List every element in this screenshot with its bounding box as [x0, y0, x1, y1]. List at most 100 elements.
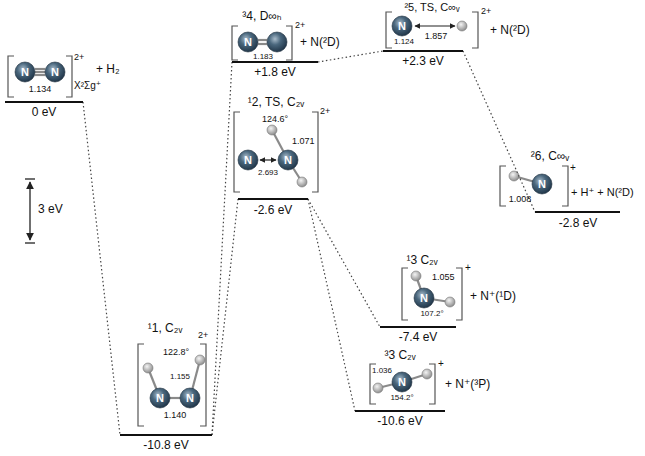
bond-line: [35, 71, 45, 73]
charge: 2+: [320, 106, 330, 116]
nitrogen-atom: [392, 372, 412, 392]
nitrogen-atom: [267, 32, 287, 52]
energy-value: 0 eV: [32, 106, 57, 120]
scale-bar: [29, 182, 30, 240]
fragment-label: + N(²D): [490, 24, 530, 38]
co-reactant: + H₂: [96, 63, 120, 77]
bracket: [500, 166, 568, 206]
energy-value: -2.8 eV: [559, 217, 598, 231]
state-label: ³4, D∞ₕ: [242, 10, 281, 24]
level-connector: [463, 51, 535, 212]
bracket: [370, 364, 435, 404]
fragment-label: + N⁺(³P): [445, 378, 490, 392]
bond-length: 1.055: [432, 272, 455, 282]
level-connector: [83, 102, 120, 435]
energy-value: +2.3 eV: [402, 55, 444, 69]
term-symbol: X²Σg⁺: [74, 80, 101, 92]
bond-length: 1.036: [372, 366, 392, 375]
level-connector: [318, 51, 383, 62]
nitrogen-atom: [45, 62, 65, 82]
distance-arrow: [415, 25, 455, 26]
nitrogen-atom: [532, 174, 552, 194]
energy-level: NN1.1342+X²Σg⁺+ H₂0 eV: [5, 50, 83, 103]
state-label: ¹3 C₂ᵥ: [406, 254, 437, 268]
fragment-label: + N⁺(¹D): [470, 290, 516, 304]
fragment-label: + H⁺ + N(²D): [571, 186, 634, 199]
nitrogen-atom: [150, 388, 170, 408]
bond-length: 1.155: [170, 372, 190, 381]
charge: 2+: [74, 52, 84, 62]
charge: +: [465, 262, 471, 274]
hydrogen-atom: [445, 297, 455, 307]
state-label: ¹1, C₂ᵥ: [148, 322, 183, 336]
scale-label: 3 eV: [38, 203, 63, 217]
state-label: ¹2, TS, C₂ᵥ: [248, 96, 304, 110]
atom-symbol: N: [398, 377, 406, 388]
hydrogen-atom: [422, 369, 432, 379]
energy-level: ³4, D∞ₕN1.1832++ N(²D)+1.8 eV: [232, 8, 318, 63]
bond-line: [258, 39, 267, 41]
bracket: [234, 112, 318, 192]
bracket: [8, 56, 72, 97]
bond-angle: 107.2°: [420, 309, 443, 318]
charge: +: [438, 358, 444, 370]
bond-line: [258, 43, 267, 45]
level-connector: [308, 199, 380, 327]
bond-length: 1.140: [164, 410, 187, 420]
hydrogen-atom: [373, 383, 383, 393]
bond-line: [35, 68, 45, 70]
energy-value: +1.8 eV: [254, 66, 296, 80]
energy-value: -10.6 eV: [377, 415, 422, 429]
bond-length: 1.134: [29, 84, 52, 94]
charge: +: [570, 162, 576, 174]
energy-level: ²6, C∞ᵥ+N1.008+ H⁺ + N(²D)-2.8 eV: [535, 148, 620, 213]
bond-line: [35, 74, 45, 76]
bond-angle: 154.2°: [390, 393, 413, 402]
bond-length: 1.008: [509, 194, 532, 204]
atom-symbol: N: [284, 155, 292, 166]
atom-symbol: N: [51, 67, 59, 78]
energy-level: ¹1, C₂ᵥ2+NN122.8°1.1551.140-10.8 eV: [120, 318, 212, 436]
atom-symbol: N: [156, 393, 164, 404]
nitrogen-atom: [392, 16, 412, 36]
energy-level: ²5, TS, C∞ᵥ2+N1.1241.857+ N(²D)+2.3 eV: [383, 0, 463, 52]
state-label: ³3 C₂ᵥ: [384, 349, 415, 363]
bond-length: 1.124: [394, 37, 414, 46]
hydrogen-atom: [195, 355, 205, 365]
state-label: ²6, C∞ᵥ: [531, 150, 569, 164]
bond-length: 2.693: [258, 168, 278, 177]
energy-value: -7.4 eV: [399, 331, 438, 345]
atom-symbol: N: [186, 393, 194, 404]
nitrogen-atom: [278, 150, 298, 170]
atom-symbol: N: [420, 293, 428, 304]
fragment-label: + N(²D): [300, 36, 340, 50]
hydrogen-atom: [457, 21, 467, 31]
nitrogen-atom: [414, 288, 434, 308]
energy-value: -2.6 eV: [254, 204, 293, 218]
atom-symbol: N: [21, 67, 29, 78]
nitrogen-atom: [15, 62, 35, 82]
energy-level: ³3 C₂ᵥ+N1.036154.2°+ N⁺(³P)-10.6 eV: [355, 348, 445, 412]
atom-symbol: N: [244, 155, 252, 166]
bond-length: 1.071: [292, 136, 315, 146]
level-connector: [212, 62, 232, 435]
energy-level: ¹3 C₂ᵥ+N1.055107.2°+ N⁺(¹D)-7.4 eV: [380, 252, 456, 328]
hydrogen-atom: [143, 363, 153, 373]
atom-symbol: N: [538, 179, 546, 190]
level-connector: [212, 199, 238, 435]
level-connector: [308, 199, 355, 411]
bond-line: [170, 397, 180, 399]
charge: 2+: [295, 20, 305, 30]
bond-angle: 122.8°: [163, 347, 189, 357]
atom-symbol: N: [244, 37, 252, 48]
hydrogen-atom: [411, 271, 421, 281]
nitrogen-atom: [238, 32, 258, 52]
bond-length: 1.183: [253, 52, 273, 61]
hydrogen-atom: [267, 125, 277, 135]
nitrogen-atom: [180, 388, 200, 408]
bracket: [402, 268, 462, 320]
bond-angle: 124.6°: [262, 114, 288, 124]
bracket: [138, 344, 206, 426]
distance-arrow: [260, 159, 276, 160]
